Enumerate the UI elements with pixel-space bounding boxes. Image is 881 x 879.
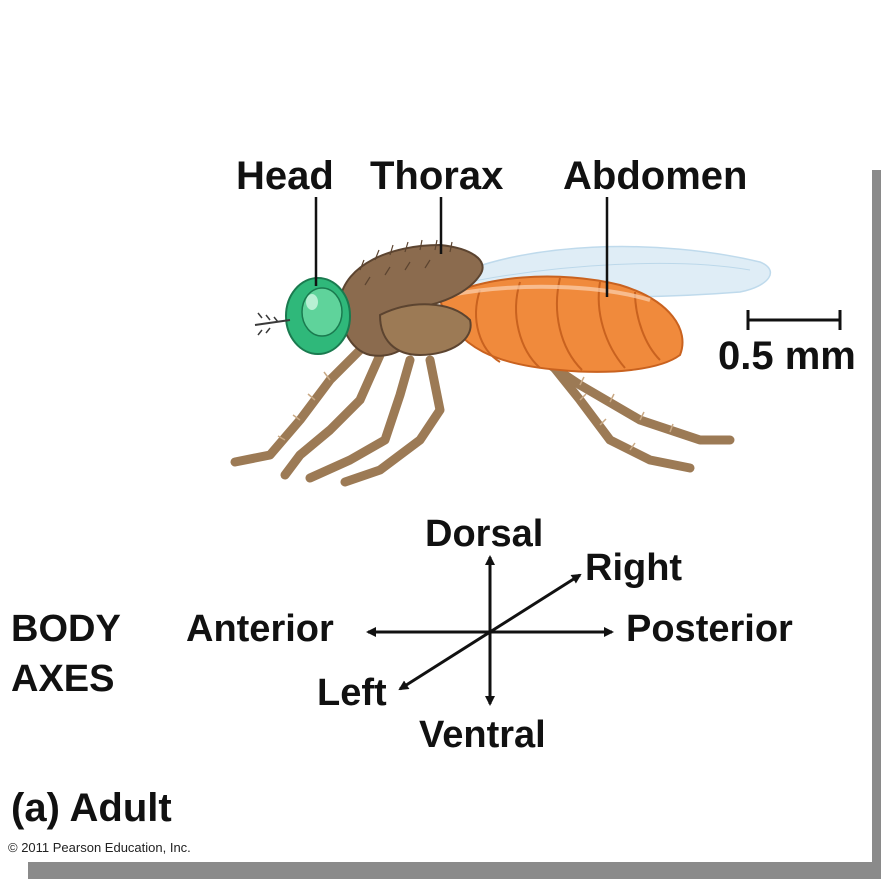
label-abdomen: Abdomen <box>563 154 747 199</box>
label-ventral: Ventral <box>419 714 546 757</box>
label-left: Left <box>317 672 387 715</box>
scale-bar <box>748 310 840 330</box>
label-anterior: Anterior <box>186 608 334 651</box>
body-axes-title-line1: BODY <box>11 608 121 651</box>
axes-arrows <box>368 557 612 704</box>
caption: (a) Adult <box>11 786 172 831</box>
label-dorsal: Dorsal <box>425 513 543 556</box>
label-posterior: Posterior <box>626 608 793 651</box>
arrow-right <box>490 575 580 632</box>
body-axes-title-line2: AXES <box>11 658 114 701</box>
label-right: Right <box>585 547 682 590</box>
copyright: © 2011 Pearson Education, Inc. <box>8 840 191 855</box>
label-thorax: Thorax <box>370 154 503 199</box>
label-head: Head <box>236 154 334 199</box>
arrow-left <box>400 632 490 689</box>
head <box>255 278 350 354</box>
label-scale: 0.5 mm <box>718 334 856 379</box>
